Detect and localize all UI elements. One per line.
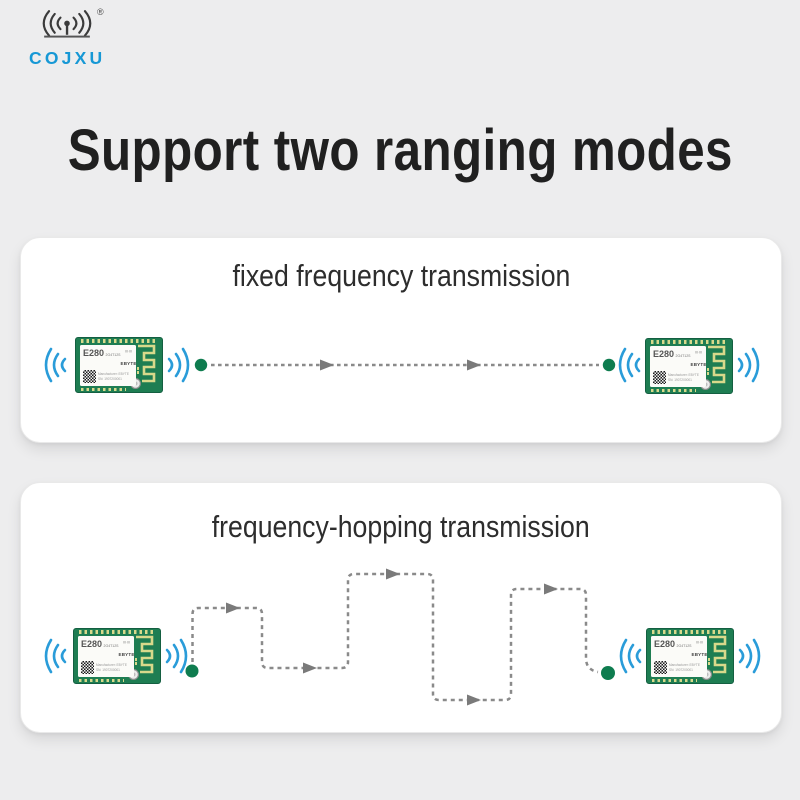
panel-title: fixed frequency transmission (232, 258, 570, 293)
vendor-name: EBYTE (690, 362, 707, 367)
module-edge-pads (652, 678, 697, 682)
path-arrow-icon (386, 568, 400, 580)
antenna-logo-icon (42, 10, 92, 38)
module-edge-pads (79, 678, 124, 682)
vendor-antenna-icon: (((·))) (696, 640, 704, 644)
rf-module: E280 2G4T12S (((·))) EBYTE Manufacturer:… (646, 628, 734, 684)
pcb-antenna-icon (136, 635, 154, 674)
radio-waves-icon (44, 347, 67, 383)
endpoint-dot (194, 358, 208, 372)
module-edge-pads (651, 388, 696, 392)
module-label: E280 2G4T12S (((·))) EBYTE Manufacturer:… (650, 346, 706, 387)
vendor-antenna-icon: (((·))) (125, 349, 133, 353)
pcb-antenna-icon (708, 345, 726, 384)
serial-text: SN: 1907200001 (668, 378, 692, 383)
manufacturer-text: Manufacturer: EBYTE (669, 663, 701, 668)
path-arrow-icon (544, 583, 558, 595)
module-model: E280 (81, 639, 103, 649)
panel-fixed-frequency: fixed frequency transmission E280 2G4T12… (20, 237, 782, 443)
vendor-logo: (((·))) EBYTE (691, 351, 707, 370)
module-model: E280 (653, 349, 675, 359)
dashed-path (191, 572, 599, 702)
hopping-path (185, 568, 615, 706)
brand-logo: ® COJXU (26, 6, 146, 72)
path-arrow-icon (320, 359, 334, 371)
endpoint-dot (602, 358, 616, 372)
module-variant: 2G4T12S (103, 644, 119, 648)
registered-mark: ® (97, 7, 104, 17)
module-label: E280 2G4T12S (((·))) EBYTE Manufacturer:… (80, 345, 136, 386)
qr-code (653, 371, 666, 384)
rf-module: E280 2G4T12S (((·))) EBYTE Manufacturer:… (75, 337, 163, 393)
path-arrow-icon (467, 694, 481, 706)
path-arrow-icon (467, 359, 481, 371)
qr-code (654, 661, 667, 674)
qr-code (83, 370, 96, 383)
serial-text: SN: 1907200001 (96, 668, 120, 673)
module-edge-pads (652, 630, 728, 634)
panel-frequency-hopping: frequency-hopping transmission E280 2G4T… (20, 482, 782, 733)
module-model: E280 (83, 348, 105, 358)
vendor-name: EBYTE (691, 652, 708, 657)
module-edge-pads (79, 630, 155, 634)
vendor-logo: (((·))) EBYTE (692, 641, 708, 660)
pcb-antenna-icon (138, 344, 156, 383)
radio-waves-icon (619, 638, 642, 674)
panel-title: frequency-hopping transmission (212, 509, 590, 544)
module-label: E280 2G4T12S (((·))) EBYTE Manufacturer:… (651, 636, 707, 677)
manufacturer-text: Manufacturer: EBYTE (98, 372, 130, 377)
module-label: E280 2G4T12S (((·))) EBYTE Manufacturer:… (78, 636, 134, 677)
brand-name: COJXU (29, 48, 106, 68)
radio-waves-icon (737, 347, 760, 383)
module-variant: 2G4T12S (675, 354, 691, 358)
endpoint-dot (185, 664, 199, 678)
radio-waves-icon (618, 347, 641, 383)
manufacturer-text: Manufacturer: EBYTE (668, 373, 700, 378)
rf-module: E280 2G4T12S (((·))) EBYTE Manufacturer:… (645, 338, 733, 394)
radio-waves-icon (44, 638, 67, 674)
path-arrow-icon (226, 602, 240, 614)
vendor-logo: (((·))) EBYTE (119, 641, 135, 660)
path-arrow-icon (303, 662, 317, 674)
vendor-antenna-icon: (((·))) (695, 350, 703, 354)
module-variant: 2G4T12S (105, 353, 121, 357)
endpoint-dot (601, 666, 615, 680)
vendor-name: EBYTE (120, 361, 137, 366)
radio-waves-icon (165, 638, 188, 674)
page-title: Support two ranging modes (67, 118, 733, 183)
rf-module: E280 2G4T12S (((·))) EBYTE Manufacturer:… (73, 628, 161, 684)
qr-code (81, 661, 94, 674)
transmission-path (194, 358, 616, 372)
vendor-antenna-icon: (((·))) (123, 640, 131, 644)
pcb-antenna-icon (709, 635, 727, 674)
manufacturer-text: Manufacturer: EBYTE (96, 663, 128, 668)
serial-text: SN: 1907200001 (669, 668, 693, 673)
module-variant: 2G4T12S (676, 644, 692, 648)
radio-waves-icon (167, 347, 190, 383)
vendor-name: EBYTE (118, 652, 135, 657)
module-edge-pads (81, 387, 126, 391)
module-model: E280 (654, 639, 676, 649)
vendor-logo: (((·))) EBYTE (121, 350, 137, 369)
module-edge-pads (651, 340, 727, 344)
radio-waves-icon (738, 638, 761, 674)
serial-text: SN: 1907200001 (98, 377, 122, 382)
module-edge-pads (81, 339, 157, 343)
